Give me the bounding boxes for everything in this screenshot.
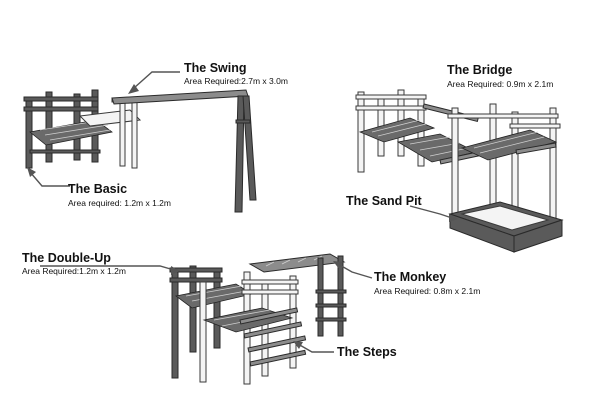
bridge-area: Area Required: 0.9m x 2.1m [447,79,554,89]
basic-leader [29,171,70,187]
basic-area: Area required: 1.2m x 1.2m [68,198,171,208]
steps-title: The Steps [337,345,397,359]
basic-module-drawing [23,89,113,169]
sandpit-leader [409,205,453,219]
monkey-leader [337,263,373,279]
swing-area: Area Required:2.7m x 3.0m [184,76,288,86]
doubleup-leader [40,265,175,271]
doubleup-title: The Double-Up [22,251,111,265]
leader-lines [27,71,458,353]
steps-leader [297,343,334,353]
doubleup-module-drawing [169,265,299,385]
bridge-module-drawing [355,89,561,227]
swing-title: The Swing [184,61,247,75]
basic-title: The Basic [68,182,128,196]
swing-leader [133,71,180,89]
doubleup-area: Area Required:1.2m x 1.2m [22,266,126,276]
bridge-title: The Bridge [447,63,513,77]
swing-module-drawing [78,89,257,213]
steps-module-drawing [239,307,307,367]
monkey-module-drawing [248,253,347,337]
monkey-title: The Monkey [374,270,447,284]
sandpit-title: The Sand Pit [346,194,422,208]
monkey-area: Area Required: 0.8m x 2.1m [374,286,481,296]
sandpit-module-drawing [448,201,564,253]
